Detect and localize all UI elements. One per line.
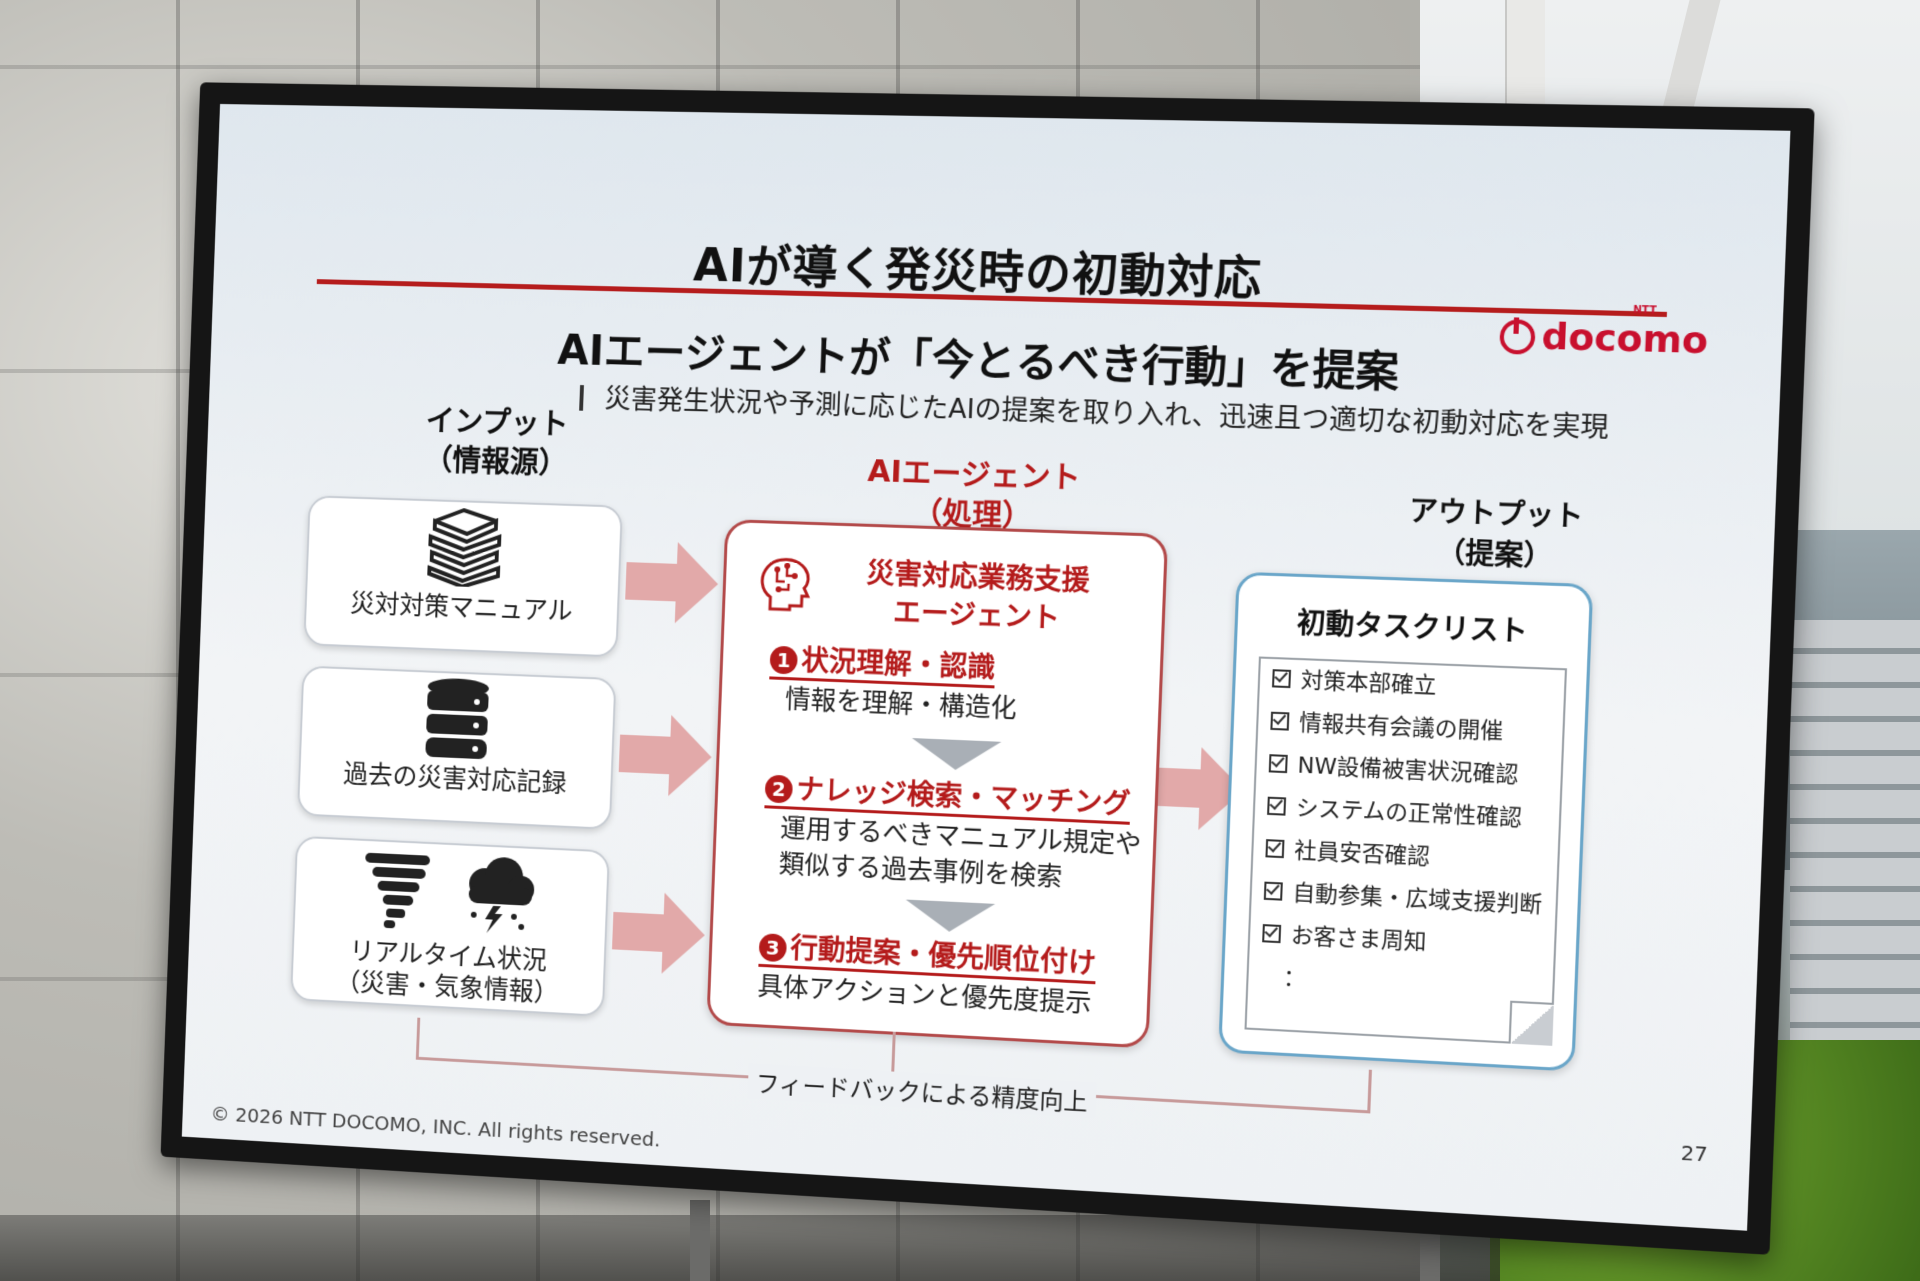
step-2-number: 2 <box>765 775 793 804</box>
books-icon <box>419 507 508 588</box>
arrow-realtime-to-agent <box>611 890 706 976</box>
input-box-manual: 災対対策マニュアル <box>303 495 623 657</box>
copyright: © 2026 NTT DOCOMO, INC. All rights reser… <box>210 1101 660 1151</box>
agent-box-title: 災害対応業務支援 エージェント <box>817 553 1138 641</box>
input-box-realtime: リアルタイム状況 （災害・気象情報） <box>290 836 610 1017</box>
task-label: 自動参集・広域支援判断 <box>1292 881 1542 918</box>
down-triangle-1 <box>911 738 1002 772</box>
step-3-number: 3 <box>759 933 787 962</box>
task-label: NW設備被害状況確認 <box>1297 753 1519 788</box>
arrow-manual-to-agent <box>624 540 719 624</box>
slide: AIが導く発災時の初動対応 NTT docomo AIエージェントが「今とるべき… <box>182 104 1791 1231</box>
step-2-title: ナレッジ検索・マッチング <box>796 773 1131 821</box>
checkbox-icon <box>1269 754 1288 773</box>
arrow-records-to-agent <box>618 713 713 798</box>
page-number: 27 <box>1680 1140 1708 1166</box>
checkbox-icon <box>1272 669 1291 688</box>
input-heading-line2: （情報源） <box>366 439 626 486</box>
task-label: システムの正常性確認 <box>1295 796 1522 831</box>
slide-title: AIが導く発災時の初動対応 <box>213 218 1785 320</box>
task-list-paper: 対策本部確立 情報共有会議の開催 NW設備被害状況確認 システムの正常性確認 社… <box>1244 656 1567 1045</box>
output-heading: アウトプット （提案） <box>1339 489 1653 581</box>
step-1-heading: 1状況理解・認識 <box>769 643 996 689</box>
floor-shadow <box>0 1215 1500 1281</box>
storm-cloud-icon <box>457 853 540 937</box>
input-box-records: 過去の災害対応記録 <box>297 666 616 830</box>
checkbox-icon <box>1265 839 1284 858</box>
step-1-title: 状況理解・認識 <box>801 644 996 685</box>
step-1-number: 1 <box>769 646 797 675</box>
down-triangle-2 <box>905 900 996 934</box>
checkbox-icon <box>1264 882 1283 901</box>
task-label: 対策本部確立 <box>1300 668 1437 699</box>
step-1-body: 情報を理解・構造化 <box>785 683 1018 726</box>
database-icon <box>422 676 492 761</box>
ai-brain-icon <box>754 553 815 615</box>
logo-ntt-text: NTT <box>1633 305 1657 317</box>
monitor-stand-left <box>690 1200 710 1281</box>
checkbox-icon <box>1262 924 1281 943</box>
input-heading: インプット （情報源） <box>366 400 627 486</box>
display-monitor: AIが導く発災時の初動対応 NTT docomo AIエージェントが「今とるべき… <box>161 82 1815 1255</box>
task-label: 情報共有会議の開催 <box>1299 711 1504 745</box>
agent-box: 災害対応業務支援 エージェント 1状況理解・認識 情報を理解・構造化 2ナレッジ… <box>706 519 1168 1049</box>
output-box-title: 初動タスクリスト <box>1237 599 1589 653</box>
task-label: 社員安否確認 <box>1294 838 1430 870</box>
output-box: 初動タスクリスト 対策本部確立 情報共有会議の開催 NW設備被害状況確認 システ… <box>1218 572 1593 1072</box>
tornado-icon <box>360 849 431 932</box>
checkbox-icon <box>1270 712 1289 731</box>
task-label: お客さま周知 <box>1290 923 1426 955</box>
checkbox-icon <box>1267 797 1286 816</box>
distant-building-2 <box>1790 620 1920 1040</box>
